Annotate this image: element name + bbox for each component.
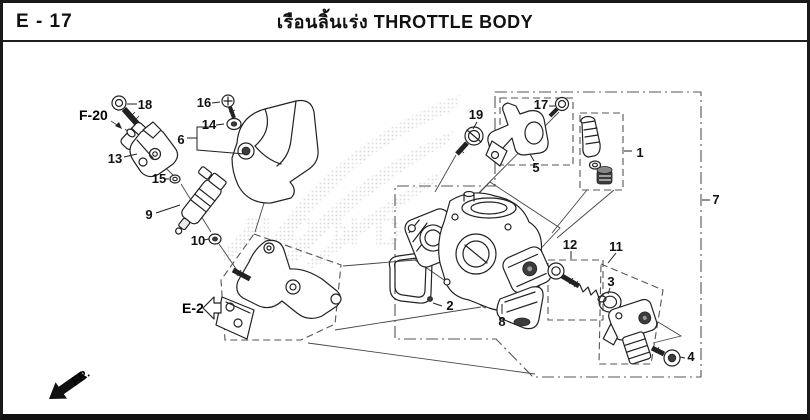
callout-9: 9 bbox=[145, 207, 152, 222]
callout-16: 16 bbox=[197, 95, 211, 110]
throttle-body-8 bbox=[404, 190, 552, 330]
box-12 bbox=[547, 259, 604, 321]
page-header: E - 17 เรือนลิ้นเร่ง THROTTLE BODY bbox=[3, 3, 807, 42]
callout-14: 14 bbox=[202, 117, 217, 132]
callout-6: 6 bbox=[177, 132, 184, 147]
stay-bracket-5 bbox=[485, 102, 549, 167]
mounting-bracket-e2 bbox=[215, 239, 342, 340]
callout-11: 11 bbox=[609, 239, 623, 254]
callout-15: 15 bbox=[152, 171, 166, 186]
front-direction-marker: FR. bbox=[49, 366, 93, 399]
callout-labels: 1 2 3 4 5 6 7 8 9 10 11 12 13 14 15 16 1… bbox=[108, 95, 720, 364]
callout-1: 1 bbox=[636, 145, 643, 160]
callout-19: 19 bbox=[469, 107, 483, 122]
exploded-parts-diagram: HONDA bbox=[49, 91, 720, 399]
callout-17: 17 bbox=[534, 97, 548, 112]
callout-8: 8 bbox=[498, 314, 505, 329]
bolt-18 bbox=[111, 95, 143, 129]
callout-2: 2 bbox=[446, 298, 453, 313]
ref-link-f20[interactable]: F-20 bbox=[79, 107, 108, 123]
screw-set-12 bbox=[547, 262, 607, 303]
sensor-unit-1 bbox=[580, 115, 613, 185]
group-boxes bbox=[220, 91, 702, 378]
section-code: E - 17 bbox=[16, 10, 73, 32]
throttle-cover-6 bbox=[231, 99, 319, 204]
callout-3: 3 bbox=[607, 274, 614, 289]
ref-link-e2[interactable]: E-2 bbox=[182, 300, 204, 316]
callout-10: 10 bbox=[191, 233, 205, 248]
callout-13: 13 bbox=[108, 151, 122, 166]
page-title: เรือนลิ้นเร่ง THROTTLE BODY bbox=[276, 12, 534, 32]
gasket-2 bbox=[388, 252, 433, 304]
box-e2-region bbox=[220, 233, 342, 341]
bolt-17 bbox=[548, 96, 570, 118]
box-11 bbox=[598, 263, 664, 365]
map-sensor-11 bbox=[602, 298, 658, 365]
cross-references: F-20 E-2 bbox=[79, 107, 222, 320]
callout-18: 18 bbox=[138, 97, 152, 112]
callout-12: 12 bbox=[563, 237, 577, 252]
screw-16 bbox=[221, 94, 236, 119]
callout-5: 5 bbox=[532, 160, 539, 175]
callout-4: 4 bbox=[687, 349, 695, 364]
assembly-box-7 bbox=[394, 91, 702, 378]
bolt-19 bbox=[455, 126, 484, 156]
washer-15 bbox=[169, 174, 181, 184]
fuel-injector-9 bbox=[175, 166, 227, 235]
seal-ring-10 bbox=[208, 233, 222, 245]
diagram-canvas: HONDA bbox=[3, 42, 807, 414]
callout-7: 7 bbox=[712, 192, 719, 207]
bolt-4 bbox=[650, 345, 681, 367]
e2-direction-arrow bbox=[202, 296, 222, 320]
grommet-14 bbox=[226, 117, 242, 131]
injector-holder-13 bbox=[129, 121, 179, 178]
box-1 bbox=[579, 112, 624, 191]
callout-ticks bbox=[123, 101, 710, 359]
